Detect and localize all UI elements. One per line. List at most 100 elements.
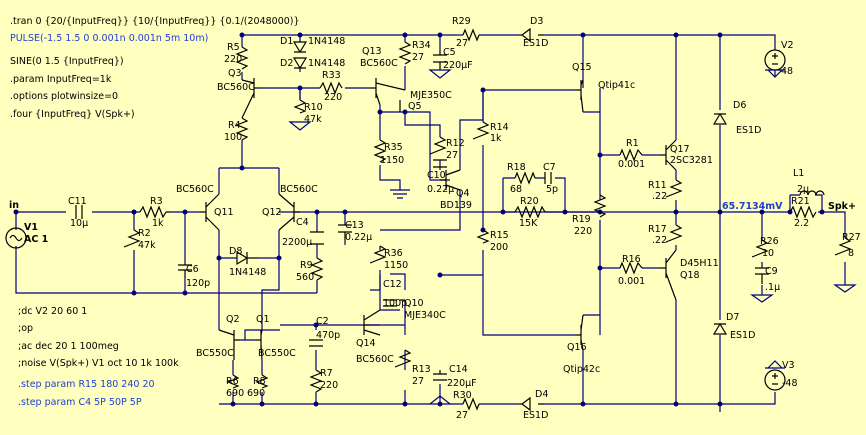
diode-d4[interactable] <box>520 396 544 412</box>
diode-d8[interactable] <box>236 250 258 266</box>
transistor-q12[interactable] <box>278 193 300 231</box>
resistor-r9[interactable] <box>310 257 324 281</box>
c10-value: 0.22µ <box>427 184 454 195</box>
resistor-r33[interactable] <box>319 81 343 95</box>
l1-value: 2µ <box>797 184 809 195</box>
q18-type: D45H11 <box>680 258 719 269</box>
resistor-r21[interactable] <box>789 205 817 219</box>
r29-value: 27 <box>456 38 468 49</box>
r9-label: R9 <box>300 260 313 271</box>
resistor-r15[interactable] <box>476 229 490 244</box>
resistor-r12[interactable] <box>429 136 447 155</box>
c5-label: C5 <box>443 47 456 58</box>
c4-value: 2200µ <box>282 237 312 248</box>
resistor-r6[interactable] <box>226 374 240 389</box>
resistor-r26[interactable] <box>751 239 769 258</box>
capacitor-c7[interactable] <box>544 172 552 184</box>
capacitor-c5[interactable] <box>433 50 447 70</box>
directive-noise: ;noise V(Spk+) V1 oct 10 1k 100k <box>18 358 179 369</box>
r34-value: 27 <box>412 52 424 63</box>
q15-label: Q15 <box>572 62 592 73</box>
resistor-r19[interactable] <box>593 194 607 218</box>
v3-value: -48 <box>782 378 798 389</box>
capacitor-c12[interactable] <box>383 299 397 307</box>
capacitor-c10[interactable] <box>433 159 447 168</box>
c12-label: C12 <box>383 279 402 290</box>
d2-value: 1N4148 <box>308 58 345 69</box>
resistor-r16[interactable] <box>619 261 643 275</box>
transistor-q4[interactable] <box>440 169 461 191</box>
q17-label: Q17 <box>670 144 690 155</box>
r4-label: R4 <box>228 120 241 131</box>
resistor-r10[interactable] <box>293 99 307 114</box>
resistor-r14[interactable] <box>472 121 490 140</box>
directive-tran: .tran 0 {20/{InputFreq}} {10/{InputFreq}… <box>10 16 300 27</box>
resistor-r2[interactable] <box>123 229 141 248</box>
c9-label: C9 <box>765 266 778 277</box>
resistor-r34[interactable] <box>398 41 412 65</box>
q4-label: Q4 <box>456 188 470 199</box>
source-v1[interactable] <box>5 227 27 249</box>
transistor-q16[interactable] <box>575 314 584 351</box>
resistor-r11[interactable] <box>665 179 683 198</box>
r34-label: R34 <box>412 40 431 51</box>
transistor-q14[interactable] <box>363 309 381 336</box>
directive-param: .param InputFreq=1k <box>10 74 112 85</box>
resistor-r18[interactable] <box>514 171 536 185</box>
transistor-q17[interactable] <box>660 139 677 171</box>
diode-d1[interactable] <box>292 41 308 54</box>
capacitor-c2[interactable] <box>309 339 323 347</box>
r12-label: R12 <box>446 138 465 149</box>
r11-value: .22 <box>652 191 667 202</box>
transistor-q11[interactable] <box>200 193 220 231</box>
q2-type: BC550C <box>196 348 234 359</box>
resistor-r13[interactable] <box>394 349 412 368</box>
capacitor-c13[interactable] <box>338 224 352 240</box>
r21-label: R21 <box>791 196 810 207</box>
c5-value: 220µF <box>443 60 473 71</box>
directive-dc: ;dc V2 20 60 1 <box>18 306 87 317</box>
transistor-q3[interactable] <box>241 78 260 119</box>
diode-d7[interactable] <box>712 322 728 335</box>
resistor-r3[interactable] <box>139 205 170 219</box>
resistor-r29[interactable] <box>462 28 480 42</box>
r15-label: R15 <box>490 230 509 241</box>
d4-label: D4 <box>535 389 548 400</box>
capacitor-c11[interactable] <box>75 205 83 219</box>
c6-label: C6 <box>186 264 199 275</box>
resistor-r35[interactable] <box>373 139 387 163</box>
capacitor-c9[interactable] <box>755 267 769 284</box>
resistor-r30[interactable] <box>462 397 480 411</box>
transistor-q13[interactable] <box>370 78 406 106</box>
source-v3[interactable] <box>764 369 786 391</box>
resistor-r8[interactable] <box>255 374 269 389</box>
capacitor-c6[interactable] <box>178 264 192 278</box>
resistors <box>123 28 852 411</box>
resistor-r4[interactable] <box>235 117 249 141</box>
resistor-r36[interactable] <box>369 245 387 264</box>
transistor-q15[interactable] <box>575 79 584 113</box>
diode-d6[interactable] <box>712 112 728 125</box>
directive-four: .four {InputFreq} V(Spk+) <box>10 109 135 120</box>
capacitor-c14[interactable] <box>433 370 447 381</box>
grounds <box>288 69 857 405</box>
diode-d2[interactable] <box>292 57 308 70</box>
transistor-q18[interactable] <box>660 249 677 301</box>
resistor-r1[interactable] <box>619 148 643 162</box>
inductor-l1[interactable] <box>799 190 825 196</box>
capacitor-c4[interactable] <box>310 231 324 245</box>
c14-label: C14 <box>449 364 468 375</box>
r17-value: .22 <box>652 235 667 246</box>
resistor-r20[interactable] <box>514 205 546 219</box>
q11-label: Q11 <box>214 207 234 218</box>
transistor-q2[interactable] <box>218 329 240 360</box>
resistor-r5[interactable] <box>235 46 249 70</box>
resistor-r27[interactable] <box>834 237 852 256</box>
q16-label: Q16 <box>567 342 587 353</box>
resistor-r7[interactable] <box>309 369 323 393</box>
diode-d3[interactable] <box>520 27 544 43</box>
transistor-q1[interactable] <box>255 329 263 361</box>
c13-value: 0.22µ <box>345 232 372 243</box>
resistor-r17[interactable] <box>665 224 683 243</box>
d6-value: ES1D <box>736 125 761 136</box>
